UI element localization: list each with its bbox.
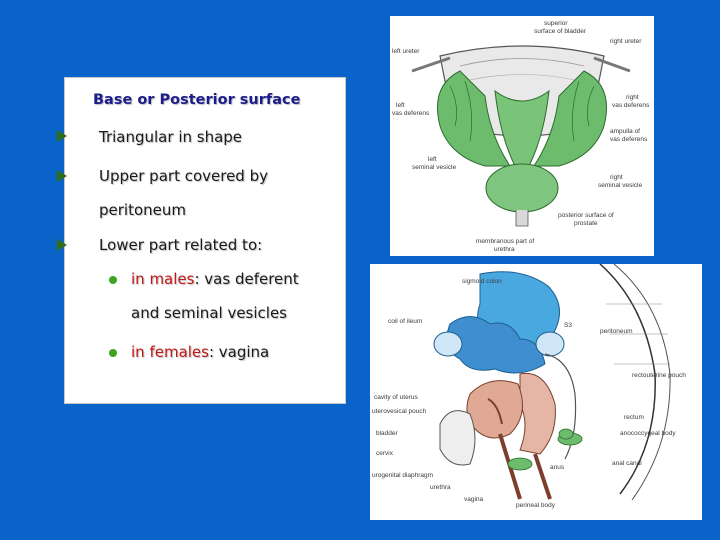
sub-bullet-dot-icon (109, 349, 117, 357)
label-cavity-uterus: cavity of uterus (374, 394, 418, 401)
label-left-sv-1: left (428, 156, 437, 163)
label-post-prostate-1: posterior surface of (558, 212, 614, 219)
label-anus: anus (550, 464, 565, 471)
sub-bullet-2-highlight: in females (131, 343, 209, 361)
sub-bullet-2-rest: : vagina (208, 343, 270, 361)
text-panel: Base or Posterior surface Triangular in … (57, 77, 346, 404)
label-membranous-2: urethra (494, 246, 515, 253)
sub-bullet-2: in females: vagina (131, 343, 269, 361)
label-coil-ileum: coil of ileum (388, 318, 423, 325)
label-superior-2: surface of bladder (534, 28, 587, 35)
label-left-sv-2: seminal vesicle (412, 164, 457, 171)
sub-bullet-1-highlight: in males (131, 270, 195, 288)
sub-bullet-1-line-1: in males: vas deferent (131, 270, 299, 288)
label-left-vas-1: left (396, 102, 405, 109)
label-uterovesical-pouch: uterovesical pouch (372, 408, 427, 415)
label-right-sv-1: right (610, 174, 623, 181)
label-s3: S3 (564, 322, 572, 329)
label-ampulla-2: vas deferens (610, 136, 648, 143)
label-post-prostate-2: prostate (574, 220, 598, 227)
label-urogenital-diaphragm: urogenital diaphragm (372, 472, 434, 479)
label-left-vas-2: vas deferens (392, 110, 430, 117)
label-rectum: rectum (624, 414, 644, 421)
bullet-2-line-2: peritoneum (99, 201, 186, 219)
label-anal-canal: anal canal (612, 460, 642, 467)
label-anococcygeal-body: anococcygeal body (620, 430, 676, 437)
bullet-arrow-icon (57, 130, 67, 142)
bullet-3: Lower part related to: (99, 236, 263, 254)
female-pelvis-diagram: sigmoid colon coil of ileum S3 peritoneu… (370, 264, 702, 520)
label-superior: superior (544, 20, 568, 27)
bullet-2-line-1: Upper part covered by (99, 167, 268, 185)
slide-heading: Base or Posterior surface (93, 92, 301, 108)
bladder-posterior-diagram: superior surface of bladder left ureter … (390, 16, 654, 256)
label-right-vas-2: vas deferens (612, 102, 650, 109)
label-right-ureter: right ureter (610, 38, 642, 45)
pelvis-illustration (433, 264, 671, 501)
bullet-1: Triangular in shape (99, 128, 243, 146)
label-perineal-body: perineal body (516, 502, 556, 509)
label-bladder: bladder (376, 430, 398, 437)
bullet-arrow-icon (57, 170, 67, 182)
sub-bullet-dot-icon (109, 276, 117, 284)
label-urethra: urethra (430, 484, 451, 491)
sub-bullet-1-rest: : vas deferent (194, 270, 299, 288)
label-vagina: vagina (464, 496, 484, 503)
sub-bullet-1-line-2: and seminal vesicles (131, 304, 287, 322)
label-ampulla-1: ampulla of (610, 128, 640, 135)
label-sigmoid-colon: sigmoid colon (462, 278, 502, 285)
label-membranous-1: membranous part of (476, 238, 535, 245)
bullet-arrow-icon (57, 239, 67, 251)
label-left-ureter: left ureter (392, 48, 420, 55)
label-right-sv-2: seminal vesicle (598, 182, 643, 189)
label-peritoneum: peritoneum (600, 328, 633, 335)
label-cervix: cervix (376, 450, 393, 457)
label-rectouterine-pouch: rectouterine pouch (632, 372, 686, 379)
bladder-illustration (411, 45, 631, 227)
label-right-vas-1: right (626, 94, 639, 101)
